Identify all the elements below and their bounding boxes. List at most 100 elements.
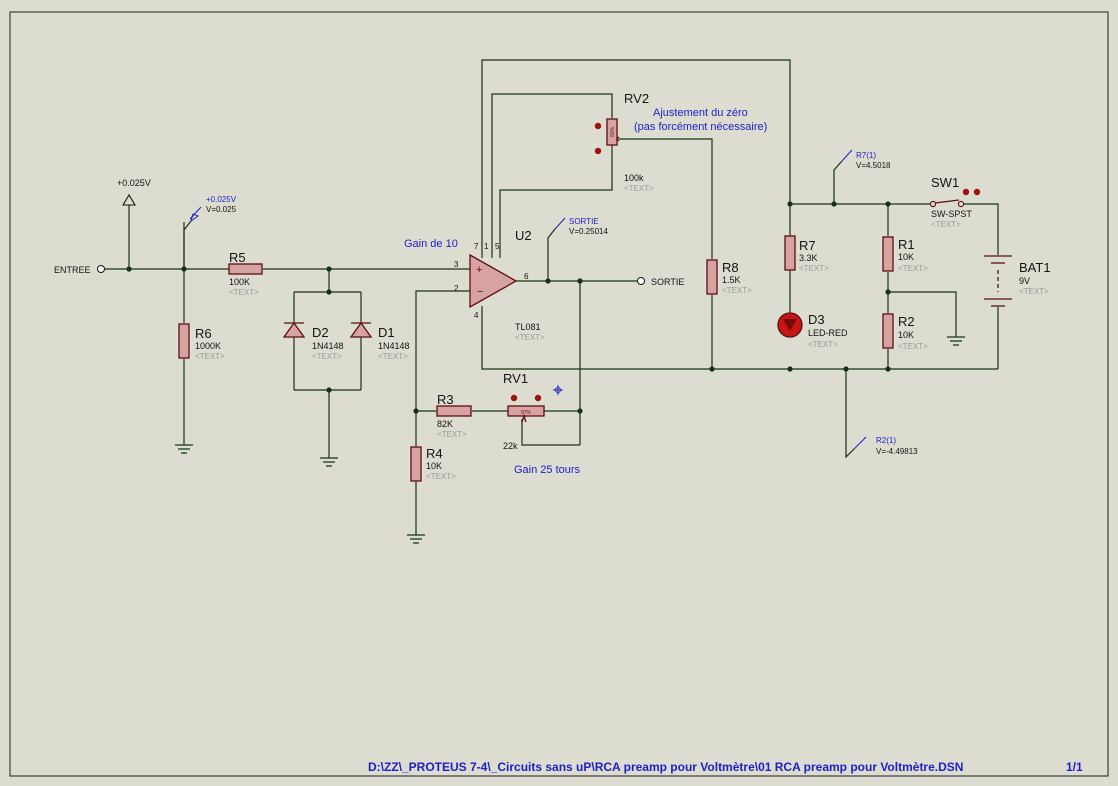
probe-output-name: SORTIE xyxy=(569,217,599,226)
sheet-border xyxy=(9,11,1109,777)
potentiometer-rv2[interactable]: 50% RV2 100k <TEXT> xyxy=(594,91,654,193)
pin-7: 7 xyxy=(474,242,479,251)
ground-symbols xyxy=(175,336,965,544)
resistor-r3[interactable]: R3 82K <TEXT> xyxy=(436,392,472,439)
ground-icon xyxy=(407,534,425,544)
probe-arrow-icon xyxy=(854,436,867,449)
ground-icon xyxy=(947,336,965,346)
probe-r2-name: R2(1) xyxy=(876,436,896,445)
r8-value: 1.5K xyxy=(722,275,741,285)
resistor-r6[interactable]: R6 1000K <TEXT> xyxy=(178,323,225,361)
r6-value: 1000K xyxy=(195,341,221,351)
d2-value: 1N4148 xyxy=(312,341,344,351)
plus-icon: + xyxy=(476,264,482,276)
resistor-r2[interactable]: R2 10K <TEXT> xyxy=(882,313,928,351)
minus-icon: − xyxy=(477,286,483,298)
pin-3: 3 xyxy=(454,260,459,269)
probe-input-name: +0.025V xyxy=(206,195,237,204)
rv1-value: 22k xyxy=(503,441,518,451)
note-zero-optional: (pas forcément nécessaire) xyxy=(634,121,767,133)
wires xyxy=(105,59,999,535)
pin-1: 1 xyxy=(484,242,489,251)
r4-text: <TEXT> xyxy=(426,472,456,481)
probe-r2-value: V=-4.49813 xyxy=(876,447,918,456)
footer-file-path: D:\ZZ\_PROTEUS 7-4\_Circuits sans uP\RCA… xyxy=(368,760,963,774)
r4-value: 10K xyxy=(426,461,442,471)
rv2-value: 100k xyxy=(624,173,644,183)
r3-value: 82K xyxy=(437,419,453,429)
probe-r2[interactable]: R2(1) V=-4.49813 xyxy=(854,436,918,456)
bat1-ref: BAT1 xyxy=(1019,260,1051,275)
diode-d2[interactable]: D2 1N4148 <TEXT> xyxy=(282,321,344,361)
resistor-r7[interactable]: R7 3.3K <TEXT> xyxy=(784,235,829,273)
pin-2: 2 xyxy=(454,284,459,293)
d3-text: <TEXT> xyxy=(808,340,838,349)
power-arrow-icon xyxy=(122,193,136,206)
r1-ref: R1 xyxy=(898,237,915,252)
ground-icon xyxy=(320,457,338,467)
terminal-entree-label: ENTREE xyxy=(54,265,91,275)
pin-6: 6 xyxy=(524,272,529,281)
battery-bat1[interactable]: BAT1 9V <TEXT> xyxy=(984,255,1051,307)
terminal-sortie-label: SORTIE xyxy=(651,277,684,287)
r1-value: 10K xyxy=(898,252,914,262)
power-terminal[interactable]: +0.025V xyxy=(117,178,151,206)
bat1-text: <TEXT> xyxy=(1019,287,1049,296)
probe-r7[interactable]: R7(1) V=4.5018 xyxy=(841,149,891,170)
d1-ref: D1 xyxy=(378,325,395,340)
r2-text: <TEXT> xyxy=(898,342,928,351)
crosshair-icon xyxy=(553,385,563,395)
power-terminal-label: +0.025V xyxy=(117,178,151,188)
r2-ref: R2 xyxy=(898,314,915,329)
r4-ref: R4 xyxy=(426,446,443,461)
r5-value: 100K xyxy=(229,277,250,287)
sw1-text: <TEXT> xyxy=(931,220,961,229)
terminal-entree[interactable]: ENTREE xyxy=(54,265,105,275)
note-zero-adjust: Ajustement du zéro xyxy=(653,107,748,119)
r6-text: <TEXT> xyxy=(195,352,225,361)
sw1-value: SW-SPST xyxy=(931,209,972,219)
junctions xyxy=(126,201,891,414)
d2-text: <TEXT> xyxy=(312,352,342,361)
opamp-u2[interactable]: + − 7 1 5 3 2 4 6 U2 TL081 <TEXT> xyxy=(454,228,545,342)
probe-arrow-icon xyxy=(554,217,566,230)
bat1-value: 9V xyxy=(1019,276,1030,286)
note-gain-10: Gain de 10 xyxy=(404,238,458,250)
potentiometer-rv1[interactable]: 97% RV1 22k xyxy=(503,371,563,451)
rv2-text: <TEXT> xyxy=(624,184,654,193)
probe-output[interactable]: SORTIE V=0.25014 xyxy=(554,217,608,236)
r7-text: <TEXT> xyxy=(799,264,829,273)
u2-text: <TEXT> xyxy=(515,333,545,342)
resistor-r1[interactable]: R1 10K <TEXT> xyxy=(882,236,928,273)
r8-text: <TEXT> xyxy=(722,286,752,295)
probe-input[interactable]: +0.025V V=0.025 xyxy=(189,195,237,223)
resistor-r5[interactable]: R5 100K <TEXT> xyxy=(225,250,263,297)
d3-value: LED-RED xyxy=(808,328,848,338)
probe-output-value: V=0.25014 xyxy=(569,227,608,236)
r5-text: <TEXT> xyxy=(229,288,259,297)
r3-text: <TEXT> xyxy=(437,430,467,439)
u2-value: TL081 xyxy=(515,322,541,332)
r2-value: 10K xyxy=(898,330,914,340)
d1-text: <TEXT> xyxy=(378,352,408,361)
r3-ref: R3 xyxy=(437,392,454,407)
rv2-wiper: 50% xyxy=(610,126,616,137)
r1-text: <TEXT> xyxy=(898,264,928,273)
rv1-wiper: 97% xyxy=(521,410,532,416)
sw1-ref: SW1 xyxy=(931,175,959,190)
diode-d1[interactable]: D1 1N4148 <TEXT> xyxy=(349,321,410,361)
terminal-sortie[interactable]: SORTIE xyxy=(637,277,685,287)
ground-icon xyxy=(175,444,193,454)
switch-sw1[interactable]: SW1 SW-SPST <TEXT> xyxy=(929,175,981,229)
resistor-r8[interactable]: R8 1.5K <TEXT> xyxy=(706,259,752,295)
note-gain-25: Gain 25 tours xyxy=(514,464,581,476)
probe-input-value: V=0.025 xyxy=(206,205,237,214)
r6-ref: R6 xyxy=(195,326,212,341)
probe-r7-name: R7(1) xyxy=(856,151,876,160)
resistor-r4[interactable]: R4 10K <TEXT> xyxy=(410,446,456,482)
d3-ref: D3 xyxy=(808,312,825,327)
led-d3[interactable]: D3 LED-RED <TEXT> xyxy=(777,312,848,349)
rv1-ref: RV1 xyxy=(503,371,528,386)
pin-4: 4 xyxy=(474,311,479,320)
